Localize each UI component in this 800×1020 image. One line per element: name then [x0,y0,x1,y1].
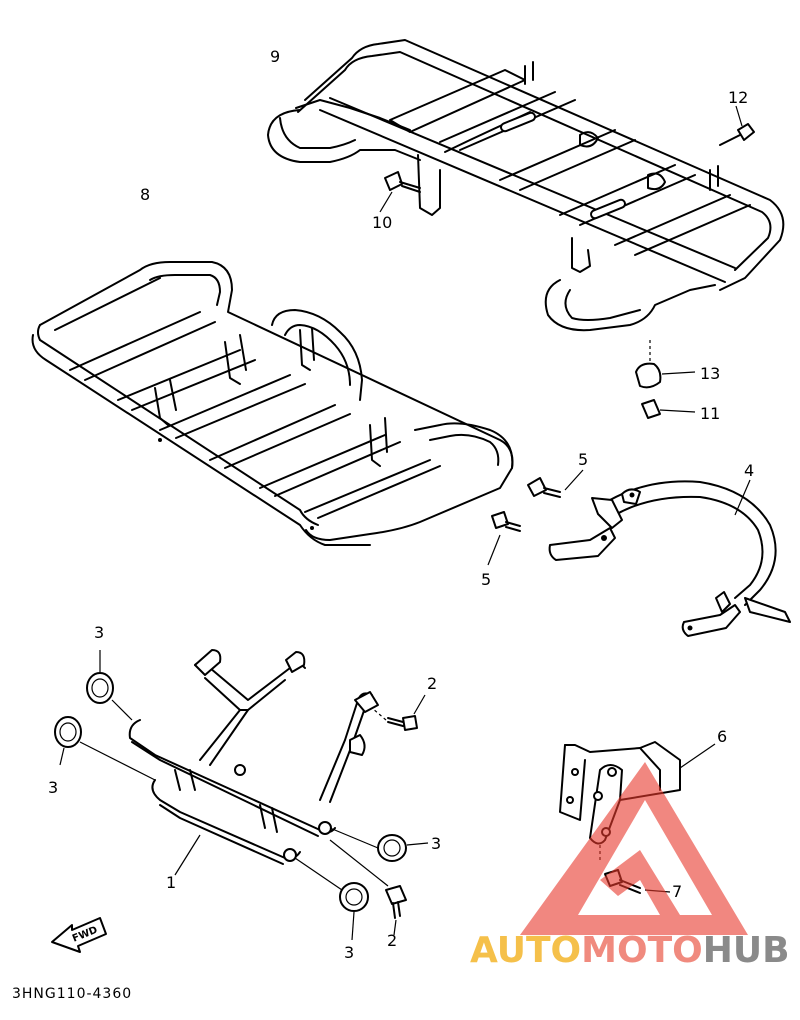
callout-6: 6 [717,727,727,746]
watermark-logo [520,762,748,935]
callout-2-lower: 2 [387,931,397,950]
rear-carrier-part-9 [267,39,785,332]
grommet-part-3-a [86,650,133,721]
callout-3-c: 3 [431,834,441,853]
grommet-part-3-b [54,716,156,781]
callout-5-upper: 5 [578,450,588,469]
callout-3-a: 3 [94,623,104,642]
callout-9: 9 [270,47,280,66]
collar-part-11 [641,399,696,419]
callout-7: 7 [672,882,682,901]
grommet-part-3-d [294,857,369,941]
bolt-part-5-upper [527,469,584,498]
watermark-text: AUTOMOTOHUB [470,930,790,971]
drawing-code: 3HNG110-4360 [12,986,132,1002]
watermark-auto: AUTO [470,930,581,971]
bolt-part-2-lower [329,839,407,936]
bolt-part-5-lower [487,511,521,566]
forward-direction-arrow: FWD [51,917,107,953]
front-guard-part-1 [128,649,379,876]
callout-3-d: 3 [344,943,354,962]
grommet-part-3-c [329,827,429,862]
bolt-part-2-upper [371,694,426,731]
callout-12: 12 [728,88,748,107]
watermark-hub: HUB [703,930,790,971]
front-carrier-part-8 [31,261,514,546]
callout-13: 13 [700,364,720,383]
callout-4: 4 [744,461,754,480]
callout-1: 1 [166,873,176,892]
bolt-part-10 [379,171,421,213]
watermark-moto: MOTO [581,930,703,971]
grab-bar-part-4 [548,479,791,637]
callout-11: 11 [700,404,720,423]
bolt-part-12 [719,105,755,146]
clip-part-13 [635,340,696,389]
callout-8: 8 [140,185,150,204]
callout-2-upper: 2 [427,674,437,693]
callout-5-lower: 5 [481,570,491,589]
callout-3-b: 3 [48,778,58,797]
callout-10: 10 [372,213,392,232]
